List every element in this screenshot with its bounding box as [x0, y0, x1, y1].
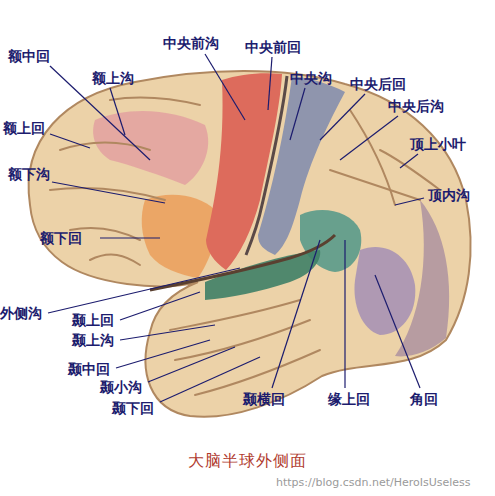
part-label: 角回: [410, 391, 438, 407]
part-label: 顶上小叶: [410, 136, 466, 152]
part-label: 中央前回: [245, 39, 301, 55]
part-label: 中央前沟: [163, 35, 219, 51]
part-label: 额下沟: [8, 166, 50, 182]
figure-caption: 大脑半球外侧面: [188, 452, 307, 470]
part-label: 顶内沟: [428, 187, 470, 203]
part-label: 额上回: [3, 120, 45, 136]
part-label: 颞中回: [68, 361, 110, 377]
part-label: 额上沟: [92, 70, 134, 86]
part-label: 中央沟: [290, 70, 332, 86]
watermark: https://blog.csdn.net/HeroIsUseless: [276, 476, 471, 489]
part-label: 额中回: [8, 48, 50, 64]
part-label: 额下回: [40, 230, 82, 246]
part-label: 颞上沟: [72, 332, 114, 348]
part-label: 颞小沟: [100, 379, 142, 395]
part-label: 中央后沟: [388, 98, 444, 114]
part-label: 颞横回: [243, 391, 285, 407]
part-label: 颞下回: [112, 400, 154, 416]
part-label: 中央后回: [350, 76, 406, 92]
part-label: 颞上回: [72, 312, 114, 328]
part-label: 缘上回: [328, 391, 370, 407]
part-label: 外侧沟: [0, 305, 42, 321]
